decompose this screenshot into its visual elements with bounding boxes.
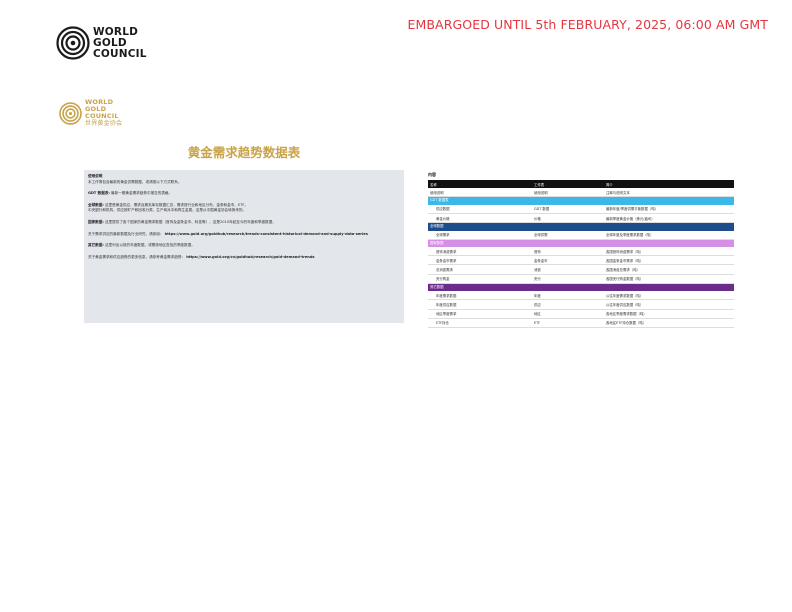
table-row[interactable]: 全球需求 全球供需 全球年度及季度需求数据（吨） [428, 231, 734, 240]
header-cell: 简介 [606, 182, 613, 187]
table-row[interactable]: 首饰消费需求 首饰 各国首饰消费需求（吨） [428, 247, 734, 257]
table-row[interactable]: 金条金币需求 金条金币 各国金条金币需求（吨） [428, 256, 734, 266]
cell: 注释与说明文本 [606, 190, 630, 195]
instructions-paragraph: GDT 数据表: 最新一期黄金需求趋势中报告的表格。 [88, 191, 400, 197]
cell: 年度供应数据 [436, 303, 457, 308]
logo-line: GOLD [93, 36, 127, 49]
cell: 各地区季度需求数据（吨） [606, 312, 647, 317]
logo-line: WORLD [85, 98, 114, 106]
cell: 各国金条金币需求（吨） [606, 258, 644, 263]
paragraph-text: 关于需求供应的最新数据及行业研究，请参阅： [88, 231, 164, 236]
table-row[interactable]: 年度需求数据 年度 以往年度需求数据（吨） [428, 291, 734, 301]
cell: GDT 数据 [534, 207, 550, 212]
table-header-row: 名称 工作表 简介 [428, 180, 734, 189]
cell: 首饰消费需求 [436, 249, 457, 254]
section-header: 全球数据 [428, 223, 734, 231]
table-row[interactable]: 使用说明 使用说明 注释与说明文本 [428, 188, 734, 198]
cell: 金条金币需求 [436, 258, 457, 263]
section-header: 其它数据 [428, 283, 734, 292]
wgc-chinese-logo: WORLD GOLD COUNCIL 世界黄金协会 [59, 99, 122, 127]
section-header: 国家数据 [428, 239, 734, 248]
cell: 使用说明 [430, 190, 444, 195]
instructions-heading: 使用说明 [88, 174, 400, 180]
header-cell: 名称 [430, 182, 437, 187]
cell: 年度需求数据 [436, 293, 457, 298]
research-link[interactable]: https://www.gold.org/goldhub/research/tr… [164, 231, 368, 236]
cell: 全球供需 [534, 233, 548, 238]
table-row[interactable]: 年度供应数据 供应 以往年度供应数据（吨） [428, 300, 734, 310]
cell: 地区 [534, 312, 541, 317]
cell: 各国央行购金数据（吨） [606, 277, 644, 282]
instructions-paragraph: 其它数据: 这里列出以前的年度数据，或需按地区查找的季度数据。 [88, 243, 400, 249]
table-row[interactable]: 供应数据 GDT 数据 最新年度/季度供需平衡数据（吨） [428, 205, 734, 214]
cell: 消费 [534, 268, 541, 273]
logo-chinese-name: 世界黄金协会 [85, 120, 123, 127]
heading-text: 使用说明 [88, 174, 103, 178]
cell: 最新季度黄金价格（美元/盎司） [606, 216, 655, 221]
logo-line: GOLD [85, 105, 107, 113]
cell: 供应数据 [436, 207, 450, 212]
paragraph-text: 这里是黄金供应、需求及期末库存数据汇总，需求按行业和地区分布，金条和金币、ETF… [104, 202, 249, 207]
cell: 首饰 [534, 249, 541, 254]
cell: 价格 [534, 216, 541, 221]
embargo-notice: EMBARGOED UNTIL 5th FEBRUARY, 2025, 06:0… [407, 17, 768, 32]
contents-table: 内容 名称 工作表 简介 使用说明 使用说明 注释与说明文本 GDT 数据表 供… [428, 172, 734, 328]
paragraph-text: 关于黄金需求和供应趋势的更多信息，请参考黄金需求趋势： [88, 254, 186, 259]
paragraph-text: 最新一期黄金需求趋势中报告的表格。 [111, 191, 173, 196]
cell: 各国消费总需求（吨） [606, 268, 640, 273]
wgc-rings-gold-icon [59, 101, 82, 125]
world-gold-council-logo: WORLD GOLD COUNCIL [56, 26, 147, 60]
instructions-paragraph: 本工作簿包含最新的黄金供需数据，或请按以下方式联系。 [88, 179, 182, 184]
table-row[interactable]: 黄金价格 价格 最新季度黄金价格（美元/盎司） [428, 214, 734, 224]
cell: 供应 [534, 303, 541, 308]
header-cell: 工作表 [534, 182, 545, 187]
instructions-paragraph: 中央银行和机构，供应按矿产和回收分类，生产商对冲和再生金属。这是从中国黄金协会转… [88, 208, 247, 213]
cell: 全球需求 [436, 233, 450, 238]
table-row[interactable]: 央行购金 央行 各国央行购金数据（吨） [428, 275, 734, 284]
paragraph-label: 国家数据: [88, 219, 104, 224]
table-row[interactable]: ETF持仓 ETF 各地区ETF持仓数据（吨） [428, 319, 734, 328]
cell: 以往年度需求数据（吨） [606, 293, 644, 298]
instructions-paragraph: 全球数据: 这里是黄金供应、需求及期末库存数据汇总，需求按行业和地区分布，金条和… [88, 203, 400, 209]
contents-title: 内容 [428, 172, 436, 177]
table-row[interactable]: 总消费需求 消费 各国消费总需求（吨） [428, 265, 734, 275]
instructions-panel: 使用说明 本工作簿包含最新的黄金供需数据，或请按以下方式联系。 GDT 数据表:… [84, 170, 404, 323]
cell: 最新年度/季度供需平衡数据（吨） [606, 207, 659, 212]
instructions-paragraph: 关于黄金需求和供应趋势的更多信息，请参考黄金需求趋势： https://www.… [88, 255, 400, 261]
section-header: GDT 数据表 [428, 197, 734, 205]
document-title: 黄金需求趋势数据表 [187, 145, 301, 160]
logo-line: COUNCIL [93, 47, 147, 60]
cell: ETF [534, 320, 541, 325]
logo-line: WORLD [93, 25, 138, 38]
cell: 央行 [534, 277, 541, 282]
cell: 全球年度及季度需求数据（吨） [606, 233, 654, 238]
cell: 黄金价格 [436, 216, 450, 221]
cell: 以往年度供应数据（吨） [606, 303, 644, 308]
cell: 金条金币 [534, 258, 548, 263]
paragraph-text: 这里提供了各个国家的黄金需求数据（首饰及金条金币、科技等），这是2010年起至今… [104, 219, 276, 224]
instructions-paragraph: 国家数据: 这里提供了各个国家的黄金需求数据（首饰及金条金币、科技等），这是20… [88, 220, 400, 226]
cell: 各国首饰消费需求（吨） [606, 249, 644, 254]
table-row[interactable]: 地区季度需求 地区 各地区季度需求数据（吨） [428, 310, 734, 319]
cell: 央行购金 [436, 277, 450, 282]
paragraph-text: 这里列出以前的年度数据，或需按地区查找的季度数据。 [104, 243, 195, 248]
cell: 年度 [534, 293, 541, 298]
instructions-paragraph: 关于需求供应的最新数据及行业研究，请参阅： https://www.gold.o… [88, 232, 400, 238]
gdt-link[interactable]: https://www.gold.org/cn/goldhub/research… [186, 254, 315, 259]
cell: 总消费需求 [436, 268, 453, 273]
paragraph-label: GDT 数据表: [88, 191, 110, 196]
paragraph-label: 其它数据: [88, 243, 104, 248]
wgc-rings-icon [56, 26, 90, 60]
cell: 各地区ETF持仓数据（吨） [606, 321, 647, 326]
cell: 地区季度需求 [436, 312, 457, 317]
cn-logo-wordmark: WORLD GOLD COUNCIL 世界黄金协会 [85, 98, 123, 128]
logo-wordmark: WORLD GOLD COUNCIL [93, 25, 147, 60]
cell: ETF持仓 [436, 321, 449, 326]
paragraph-label: 全球数据: [88, 202, 104, 207]
logo-line: COUNCIL [85, 112, 119, 120]
cell: 使用说明 [534, 190, 548, 195]
